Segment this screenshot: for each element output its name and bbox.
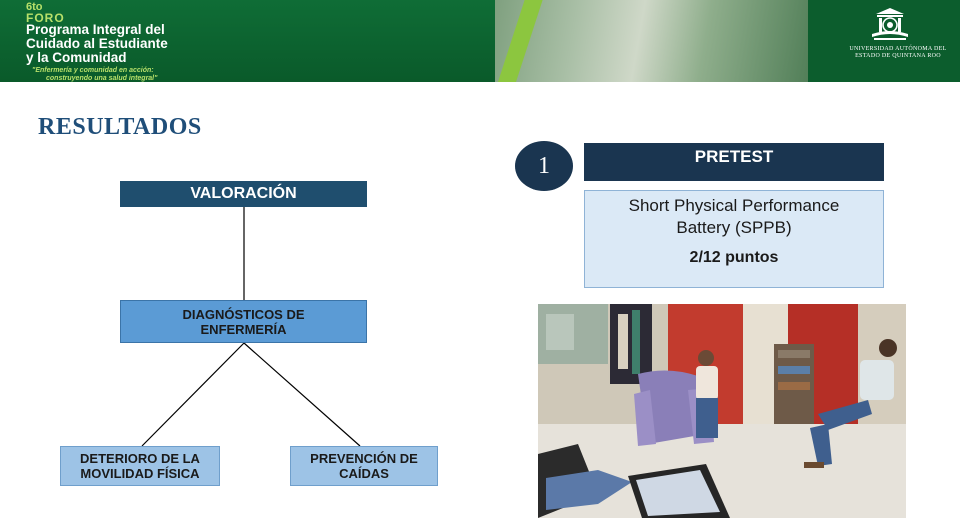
forum-word: FORO — [26, 11, 65, 25]
deterioro-line: MOVILIDAD FÍSICA — [80, 466, 200, 481]
deterioro-line: DETERIORO DE LA — [80, 451, 200, 466]
banner-photo — [495, 0, 815, 82]
connector-middle-left — [141, 342, 245, 447]
pretest-result-box: Short Physical Performance Battery (SPPB… — [584, 190, 884, 288]
box-diagnosticos: DIAGNÓSTICOS DE ENFERMERÍA — [120, 300, 367, 343]
university-name: UNIVERSIDAD AUTÓNOMA DEL ESTADO DE QUINT… — [842, 46, 954, 60]
university-name-line: UNIVERSIDAD AUTÓNOMA DEL — [849, 46, 947, 52]
slogan-line: construyendo una salud integral" — [46, 74, 158, 82]
box-prevencion-caidas: PREVENCIÓN DE CAÍDAS — [290, 446, 438, 486]
diagnosticos-line: ENFERMERÍA — [200, 321, 287, 337]
header-banner: 6to FORO Programa Integral del Cuidado a… — [0, 0, 960, 82]
box-deterioro-movilidad: DETERIORO DE LA MOVILIDAD FÍSICA — [60, 446, 220, 486]
connector-middle-right — [243, 342, 361, 447]
prevencion-line: PREVENCIÓN DE — [310, 451, 418, 466]
university-name-line: ESTADO DE QUINTANA ROO — [855, 53, 941, 59]
test-name-line: Battery (SPPB) — [676, 218, 792, 237]
banner-left-panel — [0, 0, 495, 82]
forum-title-line: Cuidado al Estudiante — [26, 36, 168, 51]
test-name-line: Short Physical Performance — [628, 196, 840, 215]
forum-slogan: "Enfermería y comunidad en acción: const… — [32, 67, 157, 82]
prevencion-line: CAÍDAS — [339, 466, 389, 481]
box-valoracion: VALORACIÓN — [120, 181, 367, 207]
forum-title-line: y la Comunidad — [26, 50, 127, 65]
pretest-test-name: Short Physical Performance Battery (SPPB… — [585, 195, 883, 239]
section-title: RESULTADOS — [38, 114, 202, 140]
forum-title: Programa Integral del Cuidado al Estudia… — [26, 23, 168, 65]
step-number-badge: 1 — [515, 141, 573, 191]
forum-number: 6to — [26, 1, 43, 13]
forum-title-line: Programa Integral del — [26, 22, 165, 37]
assessment-photo — [538, 304, 906, 518]
diagnosticos-line: DIAGNÓSTICOS DE — [182, 306, 305, 322]
slogan-line: "Enfermería y comunidad en acción: — [32, 67, 154, 74]
pretest-heading: PRETEST — [584, 143, 884, 181]
pretest-score: 2/12 puntos — [689, 249, 779, 266]
university-crest-icon — [872, 8, 908, 40]
